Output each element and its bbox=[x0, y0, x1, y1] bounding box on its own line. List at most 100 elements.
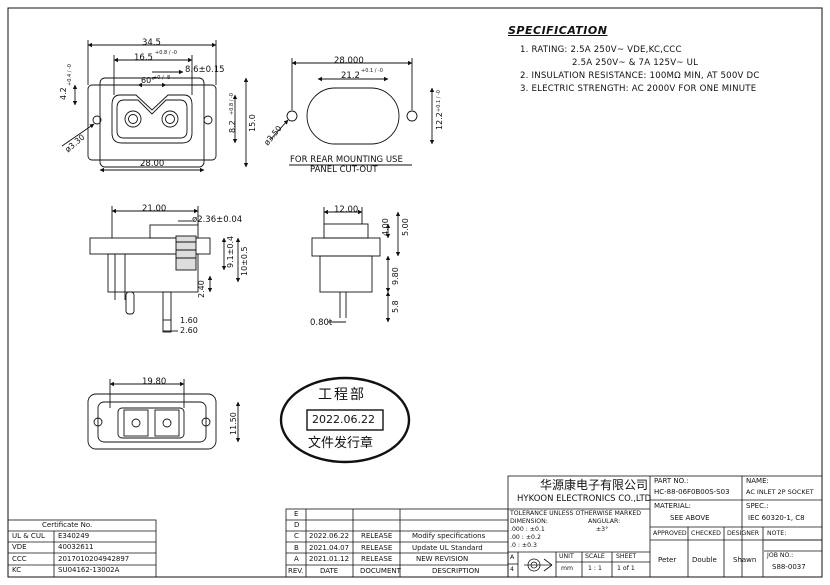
company-name-cn: 华源康电子有限公司 bbox=[540, 478, 649, 492]
dim-front-overall: 34.5 bbox=[142, 38, 161, 48]
dim-cutout-inner-tol: +0.1 / -0 bbox=[361, 68, 383, 74]
rev-doc-b: RELEASE bbox=[361, 544, 393, 552]
material-label: MATERIAL: bbox=[654, 502, 691, 510]
part-no-value: HC-88-06F0B00S-S03 bbox=[654, 488, 730, 496]
rev-date-a: 2021.01.12 bbox=[309, 555, 350, 563]
rev-header-rev: REV. bbox=[288, 567, 304, 575]
checked-label: CHECKED bbox=[691, 530, 721, 537]
material-value: SEE ABOVE bbox=[670, 514, 710, 522]
angular-tolerance: ±3° bbox=[596, 526, 609, 533]
rev-doc-c: RELEASE bbox=[361, 532, 393, 540]
spec-label: SPEC.: bbox=[746, 502, 769, 510]
cert-name-2: CCC bbox=[12, 555, 27, 563]
rev-letter-c: C bbox=[294, 532, 299, 540]
rev-date-c: 2022.06.22 bbox=[309, 532, 350, 540]
dim-side-10: 10±0.5 bbox=[240, 246, 249, 276]
rev-header-description: DESCRIPTION bbox=[432, 567, 480, 575]
checked-value: Double bbox=[692, 556, 717, 564]
rev-letter-b: B bbox=[294, 544, 299, 552]
angular-label: ANGULAR: bbox=[588, 518, 621, 525]
rev-letter-e: E bbox=[294, 510, 299, 518]
dim-bottom-width: 19.80 bbox=[142, 377, 167, 387]
size-a: A bbox=[510, 554, 515, 561]
dim-front-height-left-tol: +0.4 / -0 bbox=[67, 64, 73, 86]
dim-end-500: 5.00 bbox=[401, 218, 410, 236]
dim-cutout-height: 12.2 bbox=[435, 112, 444, 130]
cert-name-0: UL & CUL bbox=[12, 532, 45, 540]
designer-label: DESIGNER bbox=[727, 530, 760, 537]
size-4: 4 bbox=[510, 566, 514, 573]
dim-bottom-height: 11.50 bbox=[229, 412, 238, 435]
cert-header: Certificate No. bbox=[42, 521, 93, 529]
dim-cutout-overall: 28.000 bbox=[334, 56, 364, 66]
sheet-label: SHEET bbox=[616, 553, 637, 560]
front-view bbox=[61, 40, 249, 173]
cert-name-3: KC bbox=[12, 566, 22, 574]
dim-front-angle: 60° bbox=[141, 76, 156, 85]
note-label: NOTE: bbox=[767, 530, 787, 537]
rev-letter-d: D bbox=[294, 521, 300, 529]
dim-end-58: 5.8 bbox=[391, 300, 400, 313]
tolerance-3: .0 : ±0.3 bbox=[510, 542, 537, 549]
company-name-en: HYKOON ELECTRONICS CO.,LTD bbox=[517, 494, 652, 504]
dim-end-980: 9.80 bbox=[391, 267, 400, 285]
stamp-top: 工程部 bbox=[318, 387, 366, 403]
revision-table bbox=[285, 508, 509, 578]
name-value: AC INLET 2P SOCKET bbox=[746, 488, 814, 496]
tolerance-1: .000 : ±0.1 bbox=[510, 526, 545, 533]
certificate-table bbox=[7, 519, 157, 578]
release-stamp bbox=[279, 376, 411, 464]
scale-value: 1 : 1 bbox=[588, 565, 602, 572]
dim-side-width: 21.00 bbox=[142, 204, 167, 214]
part-no-label: PART NO.: bbox=[654, 477, 689, 485]
spec-title: SPECIFICATION bbox=[508, 24, 608, 37]
rev-letter-a: A bbox=[294, 555, 299, 563]
dim-side-91: 9.1±0.4 bbox=[226, 235, 235, 268]
dim-side-240: 2.40 bbox=[197, 280, 206, 298]
dim-front-82-tol: +0.8 / -0 bbox=[229, 93, 235, 115]
dim-end-width: 12.00 bbox=[334, 205, 359, 215]
bottom-view bbox=[87, 379, 241, 450]
stamp-bottom: 文件发行章 bbox=[308, 436, 374, 451]
job-no-value: S88-0037 bbox=[772, 563, 806, 571]
unit-label: UNIT bbox=[559, 553, 574, 560]
dim-end-080: 0.80t bbox=[310, 318, 333, 328]
rev-doc-a: RELEASE bbox=[361, 555, 393, 563]
dim-side-260: 2.60 bbox=[180, 326, 198, 335]
panel-cutout-view bbox=[269, 58, 435, 166]
cutout-caption-1: FOR REAR MOUNTING USE bbox=[290, 155, 403, 165]
dim-front-inner-tol: +0.8 / -0 bbox=[155, 50, 177, 56]
unit-value: mm bbox=[561, 565, 574, 572]
spec-value: IEC 60320-1, C8 bbox=[748, 514, 805, 522]
rev-date-b: 2021.04.07 bbox=[309, 544, 350, 552]
approved-label: APPROVED bbox=[653, 530, 687, 537]
dim-front-15: 15.0 bbox=[248, 114, 257, 132]
spec-line-4: 3. ELECTRIC STRENGTH: AC 2000V FOR ONE M… bbox=[520, 84, 757, 94]
dim-front-angle-tol: +0 / -8 bbox=[153, 75, 171, 81]
dim-front-82: 8.2 bbox=[228, 120, 237, 133]
dim-side-160: 1.60 bbox=[180, 316, 198, 325]
cert-value-3: SU04162-13002A bbox=[58, 566, 120, 574]
dim-front-bottom: 28.00 bbox=[140, 159, 165, 169]
dim-end-400: 4.00 bbox=[381, 218, 390, 236]
cert-value-0: E340249 bbox=[58, 532, 90, 540]
rev-desc-b: Update UL Standard bbox=[412, 544, 483, 552]
cert-name-1: VDE bbox=[12, 543, 27, 551]
end-view bbox=[311, 207, 401, 323]
side-section-view bbox=[89, 206, 241, 333]
rev-header-date: DATE bbox=[320, 567, 339, 575]
dim-front-pitch: 8.6±0.15 bbox=[185, 65, 225, 75]
tolerance-2: .00 : ±0.2 bbox=[510, 534, 541, 541]
dim-front-height-left: 4.2 bbox=[59, 87, 68, 100]
job-no-label: JOB NO.: bbox=[767, 552, 794, 559]
tolerance-label: TOLERANCE UNLESS OTHERWISE MARKED bbox=[510, 510, 642, 517]
rev-desc-a: NEW REVISION bbox=[416, 555, 469, 563]
dim-side-pin: ø2.36±0.04 bbox=[192, 215, 243, 225]
approved-value: Peter bbox=[658, 556, 677, 564]
rev-desc-c: Modify specifications bbox=[412, 532, 486, 540]
dimension-label: DIMENSION: bbox=[510, 518, 548, 525]
dim-cutout-inner: 21.2 bbox=[341, 71, 360, 81]
spec-line-2: 2.5A 250V~ & 7A 125V~ UL bbox=[572, 58, 699, 68]
spec-line-3: 2. INSULATION RESISTANCE: 100MΩ MIN, AT … bbox=[520, 71, 760, 81]
